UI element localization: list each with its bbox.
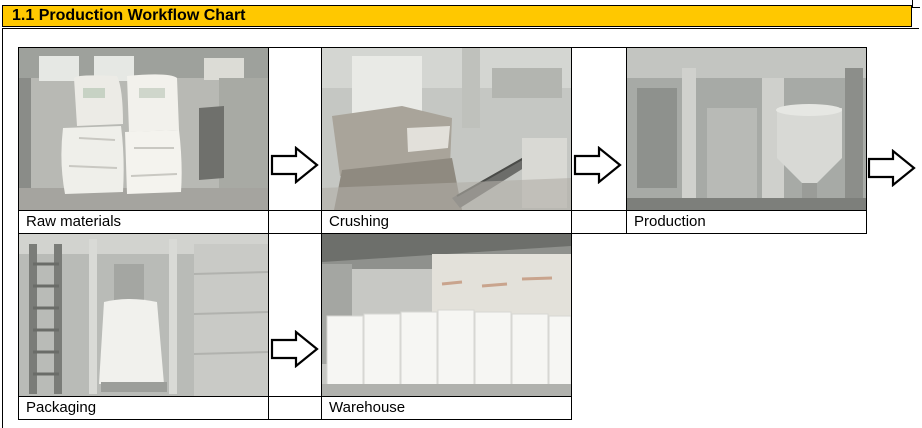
step-caption: Warehouse <box>321 396 572 420</box>
arrow-cell-1 <box>268 47 322 211</box>
warehouse-bags-photo <box>322 234 571 396</box>
caption-spacer <box>268 396 322 420</box>
raw-materials-bags-photo <box>19 48 268 210</box>
packaging-photo-cell <box>18 233 269 397</box>
caption-spacer <box>268 210 322 234</box>
crushing-photo-cell <box>321 47 572 211</box>
raw-materials-photo-cell <box>18 47 269 211</box>
arrow-cell-3 <box>268 233 322 397</box>
right-arrow-icon <box>270 330 319 368</box>
step-caption: Raw materials <box>18 210 269 234</box>
section-title: 1.1 Production Workflow Chart <box>12 7 246 24</box>
production-plant-photo <box>627 48 866 210</box>
production-photo-cell <box>626 47 867 211</box>
workflow-table-frame <box>2 28 919 428</box>
caption-spacer <box>571 210 627 234</box>
right-arrow-icon <box>867 149 916 187</box>
warehouse-photo-cell <box>321 233 572 397</box>
packaging-station-photo <box>19 234 268 396</box>
right-arrow-icon <box>270 146 319 184</box>
arrow-cell-2 <box>571 47 627 211</box>
crushing-machine-photo <box>322 48 571 210</box>
right-arrow-icon <box>573 146 622 184</box>
page-corner-mark <box>912 0 920 8</box>
step-caption: Packaging <box>18 396 269 420</box>
section-header: 1.1 Production Workflow Chart <box>2 5 912 27</box>
step-caption: Production <box>626 210 867 234</box>
step-caption: Crushing <box>321 210 572 234</box>
